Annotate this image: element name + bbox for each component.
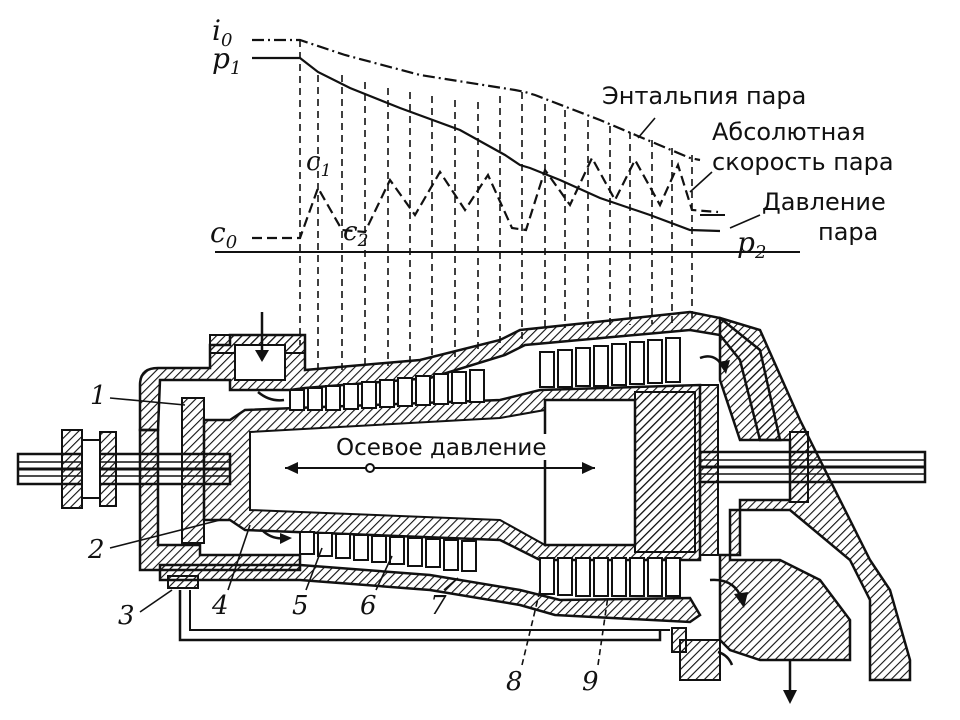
callout-8: 8 — [506, 667, 523, 697]
left-gland — [181, 397, 205, 544]
upper-blades — [289, 337, 681, 411]
symbol-p2: p2 — [737, 226, 766, 263]
flow-arrow-drain — [717, 650, 734, 666]
callout-2: 2 — [87, 535, 105, 565]
steam-inlet — [209, 312, 306, 381]
axial-thrust-label-bg — [330, 434, 608, 460]
flow-arrow-lower-exit-head — [734, 592, 748, 608]
axial-thrust-label: Осевое давление — [336, 435, 547, 461]
label-enthalpy: Энтальпия пара — [602, 82, 806, 110]
axial-thrust-origin — [365, 463, 375, 473]
label-pressure-line1: Давление — [762, 188, 886, 216]
callout-5: 5 — [292, 591, 309, 621]
pressure-curve — [252, 56, 721, 233]
callout-4: 4 — [211, 591, 229, 621]
enthalpy-leader — [637, 117, 656, 139]
symbol-c0: c0 — [210, 216, 237, 253]
exhaust-arrow-icon — [783, 690, 797, 704]
balance-piston — [543, 398, 637, 547]
pressure-leader — [729, 214, 761, 229]
symbol-c2: c2 — [343, 217, 368, 251]
flow-arrow-inlet-turn — [257, 391, 285, 402]
symbol-p1: p1 — [212, 42, 241, 79]
velocity-leader — [689, 171, 713, 193]
enthalpy-curve — [252, 38, 701, 162]
right-seal — [699, 384, 719, 556]
symbol-c1: c1 — [306, 147, 331, 181]
callout-3: 3 — [118, 601, 135, 631]
exhaust-outlet — [679, 639, 721, 681]
label-velocity-line2: скорость пара — [712, 148, 894, 176]
process-graph: i0 p1 c0 c1 c2 p2 Энтальпия пара Абсолют… — [210, 14, 894, 375]
label-pressure-line2: пара — [818, 218, 878, 246]
callout-7: 7 — [430, 591, 447, 621]
callout-1: 1 — [90, 381, 107, 411]
equalizing-pipe — [178, 590, 662, 642]
axial-thrust-left-head — [285, 462, 298, 474]
pipe-fitting — [167, 575, 199, 589]
callouts: 1 2 3 4 5 6 7 8 9 — [87, 381, 609, 697]
velocity-curve — [252, 155, 719, 240]
callout-6: 6 — [360, 591, 377, 621]
pipe-valve — [671, 627, 687, 653]
flow-arrow-upper-exit-head — [718, 360, 730, 374]
axial-thrust-right-head — [582, 462, 595, 474]
equalizing-pipe-inner — [189, 590, 670, 631]
turbine-section: Осевое давление — [16, 310, 927, 704]
symbol-i0: i0 — [212, 14, 232, 51]
lower-blades — [299, 531, 681, 597]
callout-9: 9 — [582, 667, 599, 697]
label-velocity-line1: Абсолютная — [712, 118, 865, 146]
lower-casing — [158, 563, 702, 624]
flow-arrow-balance-head — [280, 533, 292, 544]
exhaust-housing — [718, 316, 912, 682]
balance-piston-wall — [634, 391, 696, 553]
